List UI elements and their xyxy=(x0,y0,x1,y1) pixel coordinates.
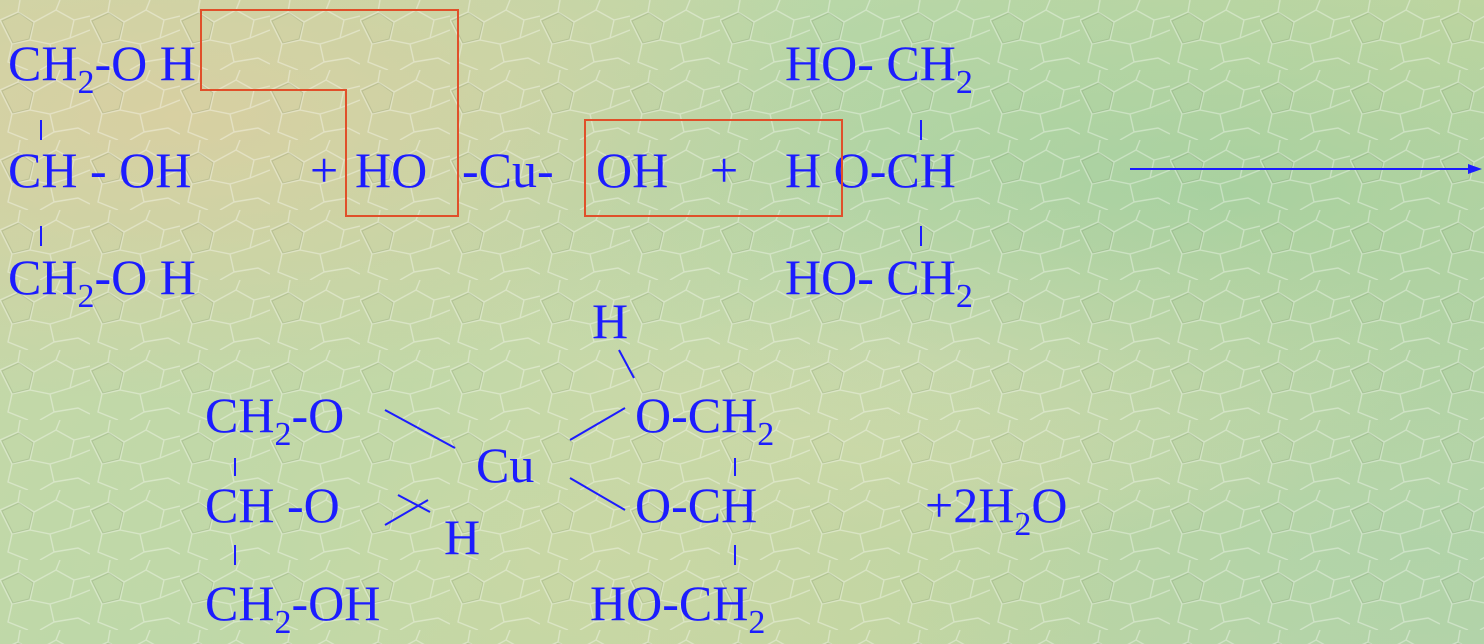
plus-sign-1: + xyxy=(310,142,339,198)
product-left-row2: CH -O xyxy=(205,477,340,533)
glycerol-left-row3: CH2-O H xyxy=(8,249,196,315)
copper-hydroxide-ho: HO xyxy=(355,142,428,198)
bond-line xyxy=(384,499,429,526)
product-right-row3: HO-CH2 xyxy=(590,575,766,641)
bond-line xyxy=(569,407,626,441)
product-right-row2: O-CH xyxy=(635,477,758,533)
product-left-row3: CH2-OH xyxy=(205,575,381,641)
product-left-row1: CH2-O xyxy=(205,387,345,453)
bond-line xyxy=(618,349,635,379)
glycerol-left-row1: CH2-O H xyxy=(8,35,196,101)
product-copper: Cu xyxy=(476,437,535,493)
glycerol-right-row1: HO- CH2 xyxy=(785,35,973,101)
highlight-box-water-left xyxy=(200,9,459,217)
copper-hydroxide-oh: OH xyxy=(596,142,669,198)
bond-line xyxy=(397,494,431,513)
reaction-arrowhead xyxy=(1468,164,1482,174)
product-bridge-hydrogen: H xyxy=(444,509,481,565)
plus-sign-2: + xyxy=(710,142,739,198)
glycerol-right-row3: HO- CH2 xyxy=(785,249,973,315)
bond-line xyxy=(569,477,626,511)
highlight-box-water-right xyxy=(584,119,843,217)
copper-hydroxide-cu: -Cu- xyxy=(462,142,554,198)
glycerol-left-row2: CH - OH xyxy=(8,142,192,198)
product-right-row1: O-CH2 xyxy=(635,387,775,453)
water-term: +2H2O xyxy=(925,477,1068,543)
bond-line xyxy=(384,409,456,449)
glycerol-right-row2: H O-CH xyxy=(785,142,956,198)
product-top-hydrogen: H xyxy=(592,293,629,349)
